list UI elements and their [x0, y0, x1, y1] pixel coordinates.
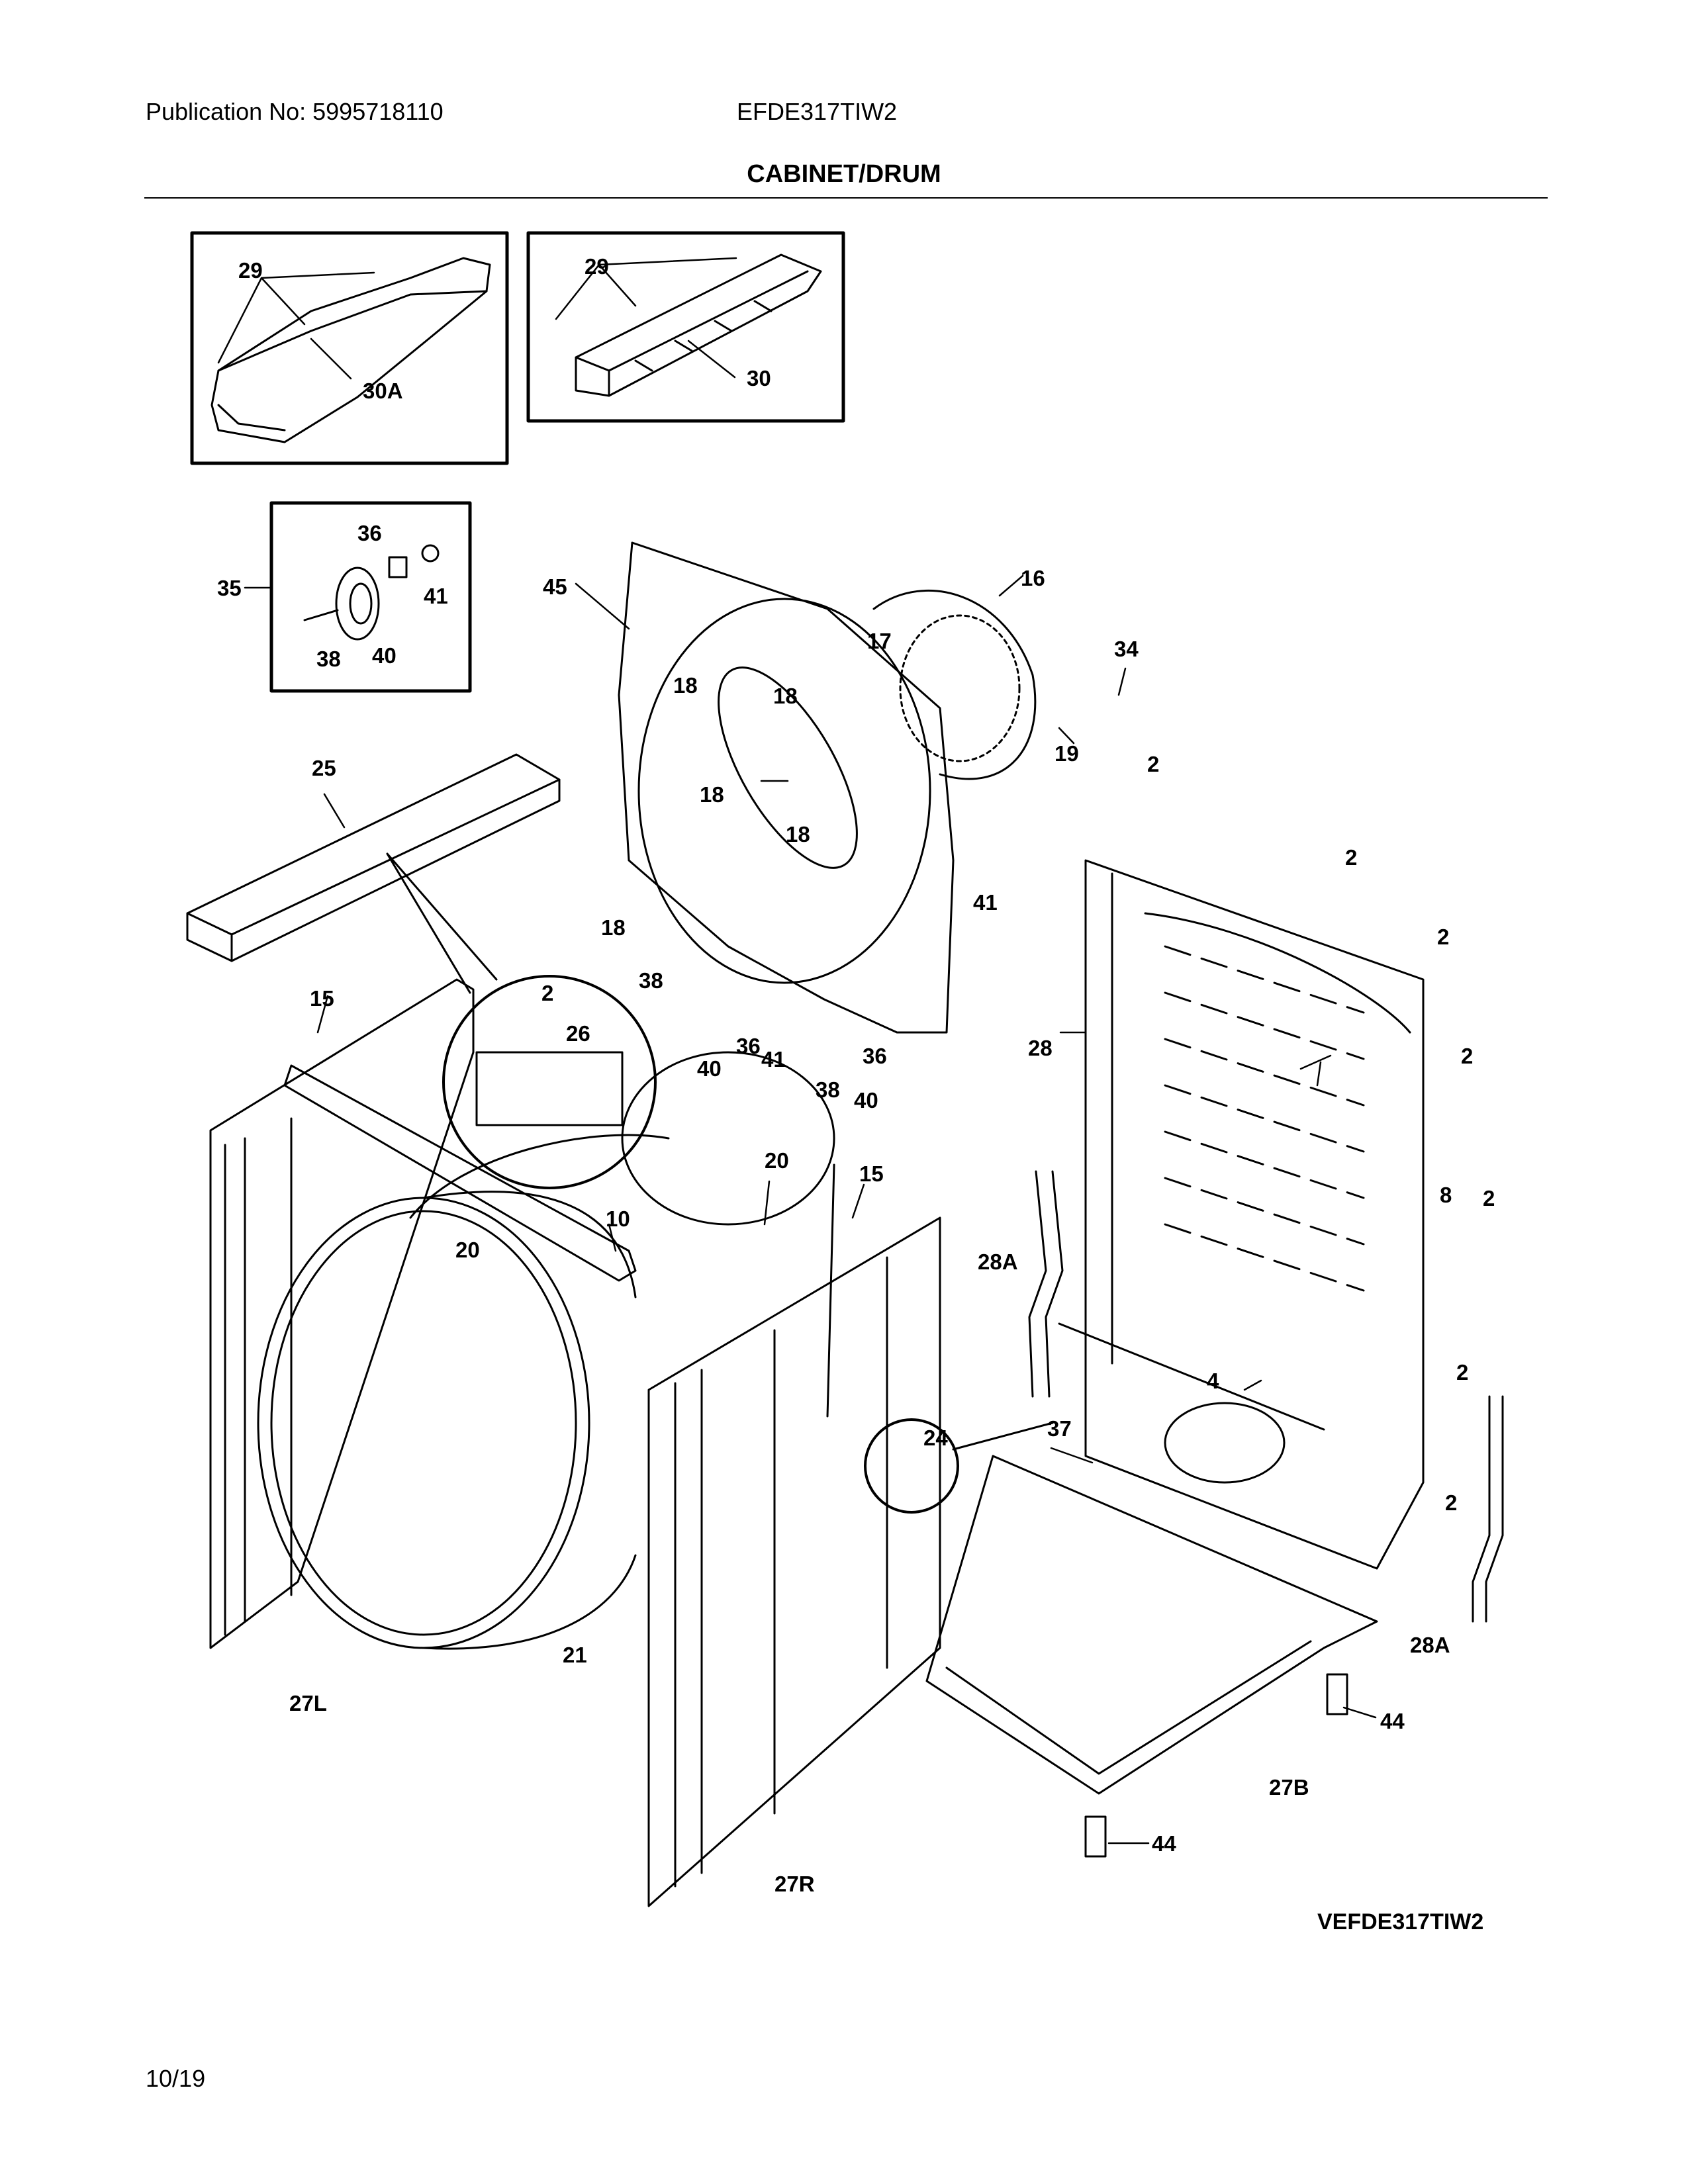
part-label-15: 15: [310, 986, 334, 1011]
part-label-2: 2: [1147, 752, 1159, 776]
part-label-18: 18: [700, 782, 724, 807]
part-label-10: 10: [606, 1206, 630, 1231]
callout-26: [386, 852, 657, 1189]
part-label-30: 30: [747, 366, 771, 390]
inset-duct-30a: [190, 231, 509, 465]
part-label-2: 2: [1456, 1360, 1468, 1385]
part-label-40: 40: [372, 643, 397, 668]
part-label-41: 41: [761, 1047, 786, 1071]
bulkhead-45: [618, 541, 955, 1034]
part-label-18: 18: [673, 673, 698, 698]
part-label-44: 44: [1152, 1831, 1176, 1856]
part-label-37: 37: [1047, 1416, 1072, 1441]
model-number: EFDE317TIW2: [737, 98, 898, 125]
leader-lines: [217, 257, 1377, 1844]
part-label-17: 17: [867, 629, 892, 653]
part-label-25: 25: [312, 756, 336, 780]
part-label-41: 41: [973, 890, 998, 915]
part-label-18: 18: [601, 915, 626, 940]
part-label-24: 24: [923, 1426, 948, 1450]
part-label-8: 8: [1440, 1183, 1452, 1207]
page-title: CABINET/DRUM: [747, 160, 941, 188]
part-label-2: 2: [541, 981, 553, 1005]
part-label-36: 36: [736, 1034, 761, 1058]
part-label-16: 16: [1021, 566, 1045, 590]
left-panel-27l: [209, 978, 475, 1649]
part-label-38: 38: [639, 968, 663, 993]
page-number: 10/19: [146, 2065, 206, 2092]
part-label-19: 19: [1055, 741, 1079, 766]
top-bracket-25: [186, 753, 561, 962]
part-label-18: 18: [773, 684, 798, 708]
part-label-38: 38: [316, 647, 341, 671]
part-label-34: 34: [1114, 637, 1139, 661]
part-label-15: 15: [859, 1161, 884, 1186]
part-label-21: 21: [563, 1643, 587, 1667]
part-label-27b: 27B: [1269, 1775, 1309, 1799]
part-label-26: 26: [566, 1021, 590, 1046]
inset-duct-30: [526, 231, 845, 423]
part-label-2: 2: [1461, 1044, 1473, 1068]
part-label-4: 4: [1207, 1369, 1219, 1393]
part-label-2: 2: [1345, 845, 1357, 870]
publication-number: Publication No: 5995718110: [146, 98, 444, 125]
part-label-2: 2: [1437, 925, 1449, 949]
inset-roller-35: [269, 501, 472, 693]
part-label-36: 36: [357, 521, 382, 545]
drum-20: [257, 1051, 835, 1650]
part-label-28a: 28A: [978, 1250, 1018, 1274]
part-label-40: 40: [697, 1056, 722, 1081]
part-label-27l: 27L: [289, 1691, 327, 1715]
callout-24: [864, 1418, 1054, 1514]
rear-panel-28: [1058, 859, 1425, 1570]
part-label-28a: 28A: [1410, 1633, 1450, 1657]
title-divider: [144, 197, 1548, 199]
part-label-20: 20: [455, 1238, 480, 1262]
leveling-leg-44: [1084, 1673, 1348, 1858]
part-label-2: 2: [1483, 1186, 1495, 1210]
part-label-27r: 27R: [774, 1872, 815, 1896]
part-label-29: 29: [585, 254, 609, 279]
part-label-18: 18: [786, 822, 810, 846]
base-27b: [925, 1455, 1378, 1795]
blower-housing-16: [872, 589, 1037, 780]
part-label-41: 41: [424, 584, 448, 608]
side-rail-28a: [1028, 1170, 1504, 1623]
part-label-44: 44: [1380, 1709, 1405, 1733]
right-panel-27r: [647, 1216, 941, 1907]
part-label-36: 36: [863, 1044, 887, 1068]
part-label-28: 28: [1028, 1036, 1053, 1060]
front-bracket-10: [283, 1064, 637, 1282]
part-label-45: 45: [543, 574, 567, 599]
part-label-40: 40: [854, 1088, 878, 1113]
part-label-38: 38: [816, 1077, 840, 1102]
part-label-2: 2: [1445, 1490, 1457, 1515]
part-label-35: 35: [217, 576, 242, 600]
part-label-20: 20: [765, 1148, 789, 1173]
part-label-29: 29: [238, 258, 263, 283]
diagram-reference-code: VEFDE317TIW2: [1317, 1909, 1484, 1934]
part-label-30a: 30A: [363, 379, 403, 403]
